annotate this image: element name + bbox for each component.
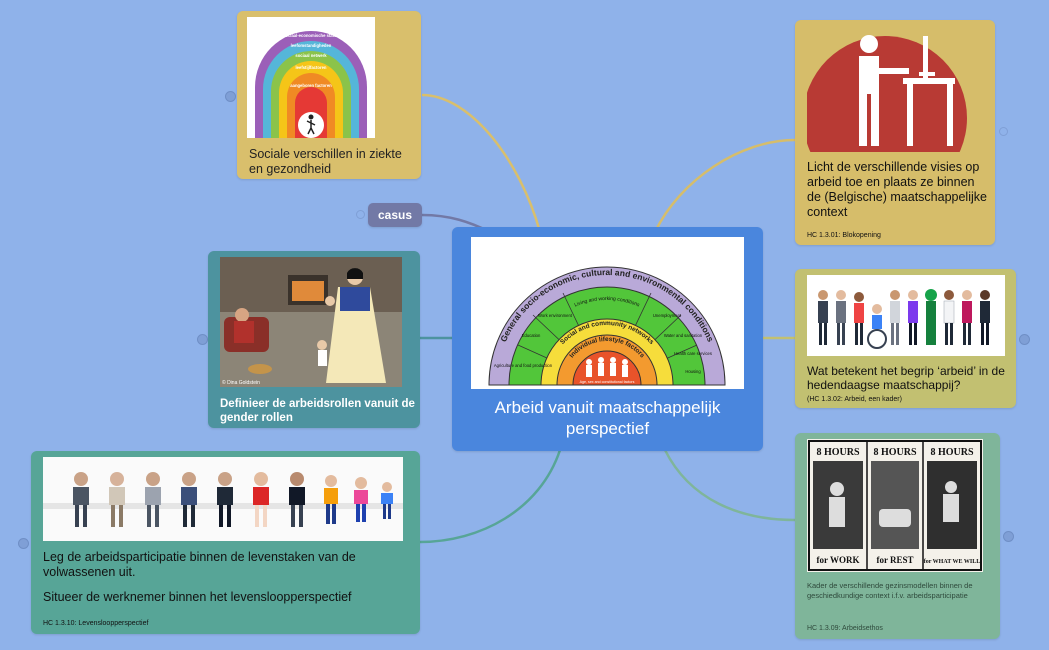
diverse-workers-illustration [807, 275, 1005, 356]
node-subtitle: HC 1.3.09: Arbeidsethos [807, 625, 883, 632]
node-title: Sociale verschillen in ziekte en gezondh… [249, 147, 402, 176]
casus-label: casus [377, 208, 413, 222]
node-visies-arbeid[interactable]: Licht de verschillende visies op arbeid … [795, 20, 995, 245]
node-casus[interactable]: casus [368, 203, 422, 227]
family-living-room-photo: © Dina Goldstein [220, 257, 402, 387]
node-title: Definieer de arbeidsrollen vanuit de gen… [220, 398, 415, 424]
standing-desk-icon-image [807, 26, 983, 152]
collapse-dot-gender[interactable] [197, 334, 208, 345]
poster-bottom-label: for WORK [817, 555, 860, 565]
generations-sitting-photo [43, 457, 403, 541]
people-figures [73, 472, 393, 527]
link-visies [653, 138, 796, 233]
node-title: Wat betekent het begrip ‘arbeid’ in de h… [807, 364, 1005, 392]
node-subtitle: (HC 1.3.02: Arbeid, een kader) [807, 396, 902, 403]
link-sociale [421, 93, 542, 233]
node-subtitle: HC 1.3.01: Blokopening [807, 232, 881, 239]
central-title: Arbeid vanuit maatschappelijk perspectie… [494, 398, 721, 438]
ring-label: aangeboren factoren [290, 83, 332, 88]
poster-bottom-label: for REST [876, 555, 913, 565]
node-sociale-verschillen[interactable]: sociaal-economische status leefomstandig… [237, 11, 421, 179]
node-subtitle: HC 1.3.10: Levensloopperspectief [43, 620, 149, 627]
sector-label: Education [522, 333, 541, 338]
collapse-dot-casus[interactable] [356, 210, 365, 219]
ring-label: sociaal-economische status [283, 33, 340, 38]
node-gender-rollen[interactable]: © Dina Goldstein Definieer de arbeidsrol… [208, 251, 420, 428]
collapse-dot-visies[interactable] [999, 127, 1008, 136]
health-determinants-diagram: General socio-economic, cultural and env… [471, 237, 744, 389]
sector-label: Agriculture and food production [494, 363, 553, 368]
collapse-dot-kader[interactable] [1003, 531, 1014, 542]
central-topic[interactable]: General socio-economic, cultural and env… [452, 227, 763, 451]
node-begrip-arbeid[interactable]: Wat betekent het begrip ‘arbeid’ in de h… [795, 269, 1016, 408]
node-kader-gezinsmodellen[interactable]: 8 HOURS 8 HOURS 8 HOURS for WORK for RES… [795, 433, 1000, 639]
sector-label: Housing [685, 369, 701, 374]
collapse-dot-levens[interactable] [18, 538, 29, 549]
ring-label: sociaal netwerk [295, 53, 327, 58]
poster-top-label: 8 HOURS [816, 447, 860, 458]
ring-label: leefomstandigheden [291, 43, 332, 48]
node-title: Kader de verschillende gezinsmodellen bi… [807, 581, 973, 600]
photo-credit: © Dina Goldstein [222, 380, 260, 386]
poster-top-label: 8 HOURS [873, 447, 917, 458]
node-title: Licht de verschillende visies op arbeid … [807, 160, 987, 219]
sector-label: Unemployment [653, 313, 682, 318]
poster-top-label: 8 HOURS [930, 447, 974, 458]
link-kader [663, 449, 796, 522]
collapse-dot-begrip[interactable] [1019, 334, 1030, 345]
node-title-line1: Leg de arbeidsparticipatie binnen de lev… [43, 550, 356, 579]
sector-label: Work environment [538, 313, 573, 318]
social-gradient-rings-image: sociaal-economische status leefomstandig… [247, 17, 375, 138]
sector-label: Health care services [674, 351, 712, 356]
link-levens [419, 449, 562, 544]
poster-bottom-label: for WHAT WE WILL [924, 559, 981, 565]
center-label: Age, sex and constitutional factors [580, 380, 635, 384]
sector-label: Water and sanitation [664, 333, 703, 338]
collapse-dot-sociale[interactable] [225, 91, 236, 102]
ring-label: leefstijlfactoren [296, 65, 327, 70]
node-levensloop[interactable]: Leg de arbeidsparticipatie binnen de lev… [31, 451, 420, 634]
node-title-line2: Situeer de werknemer binnen het levenslo… [43, 590, 352, 604]
eight-hours-poster: 8 HOURS 8 HOURS 8 HOURS for WORK for RES… [807, 439, 983, 572]
